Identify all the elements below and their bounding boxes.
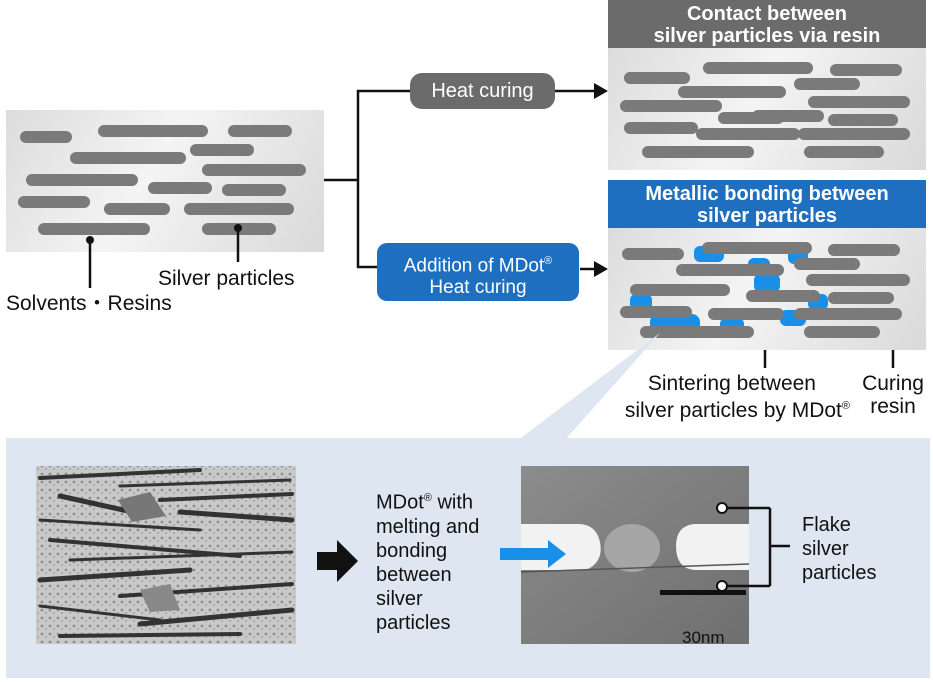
mdot-line1: MDot (376, 491, 424, 514)
flake-line3: particles (802, 562, 877, 584)
flake (828, 244, 900, 256)
flake (642, 146, 754, 158)
flake-line1: Flake (802, 514, 851, 536)
flake (20, 131, 72, 143)
flake (676, 264, 784, 276)
addition-text-line2: Heat curing (429, 277, 527, 299)
contact-title-line1: Contact between (686, 3, 848, 25)
mdot-line2: melting and (376, 515, 480, 538)
flake (678, 86, 786, 98)
flake (804, 146, 884, 158)
flake (104, 203, 170, 215)
curing-resin-label: Curing resin (854, 372, 932, 418)
flake (26, 174, 138, 186)
heat-curing-text: Heat curing (431, 80, 534, 102)
flake (806, 274, 910, 286)
contact-title-band: Contact between silver particles via res… (608, 0, 926, 48)
mdot-line6: particles (376, 611, 451, 634)
flake (620, 306, 692, 318)
metallic-title-line2: silver particles (696, 205, 838, 227)
mdot-line5: silver (376, 587, 423, 610)
flake (752, 110, 824, 122)
contact-panel (608, 48, 926, 170)
flake (630, 284, 730, 296)
silver-particles-label: Silver particles (158, 267, 295, 290)
flake (640, 326, 754, 338)
flake (70, 152, 186, 164)
flake (804, 326, 880, 338)
heat-curing-label: Heat curing (410, 73, 555, 109)
flake (794, 258, 860, 270)
flake (808, 96, 910, 108)
flake (202, 164, 306, 176)
flake (38, 223, 150, 235)
registered-mark: ® (544, 255, 553, 267)
flake (148, 182, 212, 194)
sintering-label-line1: Sintering between (647, 372, 816, 395)
sinter-bridge (754, 274, 780, 292)
flake (620, 100, 722, 112)
flake (794, 308, 902, 320)
flake (190, 144, 254, 156)
flake (184, 203, 294, 215)
initial-paste-panel (6, 110, 324, 252)
flake (622, 248, 684, 260)
curing-label-line2: resin (870, 395, 916, 418)
sintering-label: Sintering between silver particles by MD… (600, 372, 850, 422)
addition-mdot-label: Addition of MDot® Heat curing (377, 243, 579, 301)
flake (18, 196, 90, 208)
flake (746, 290, 820, 302)
metallic-title-line1: Metallic bonding between (645, 183, 889, 205)
flake (98, 125, 208, 137)
mdot-line4: between (376, 563, 452, 586)
flake (708, 308, 784, 320)
contact-title-line2: silver particles via resin (653, 25, 881, 47)
flake (696, 128, 800, 140)
metallic-panel (608, 228, 926, 350)
metallic-title-band: Metallic bonding between silver particle… (608, 180, 926, 228)
registered-mark: ® (423, 492, 432, 504)
flake (794, 78, 860, 90)
flake (798, 128, 910, 140)
flake (828, 292, 894, 304)
flake (828, 114, 898, 126)
flake-silver-particles-label: Flake silver particles (802, 513, 876, 585)
flake (830, 64, 902, 76)
addition-text-line1: Addition of MDot (403, 255, 545, 277)
flake (702, 242, 812, 254)
mdot-line3: bonding (376, 539, 448, 562)
flake-line2: silver (802, 538, 849, 560)
registered-mark: ® (841, 400, 850, 412)
flake (624, 72, 690, 84)
flake (222, 184, 286, 196)
mdot-description: MDot® with melting and bonding between s… (376, 486, 479, 635)
flake (703, 62, 813, 74)
scale-bar-label: 30nm (682, 628, 725, 647)
curing-label-line1: Curing (862, 372, 924, 395)
flake (624, 122, 698, 134)
solvents-resins-label: Solvents・Resins (6, 292, 172, 315)
sintering-label-line2: silver particles by MDot (624, 399, 842, 422)
flake (228, 125, 292, 137)
mdot-line1-suffix: with (431, 491, 474, 514)
